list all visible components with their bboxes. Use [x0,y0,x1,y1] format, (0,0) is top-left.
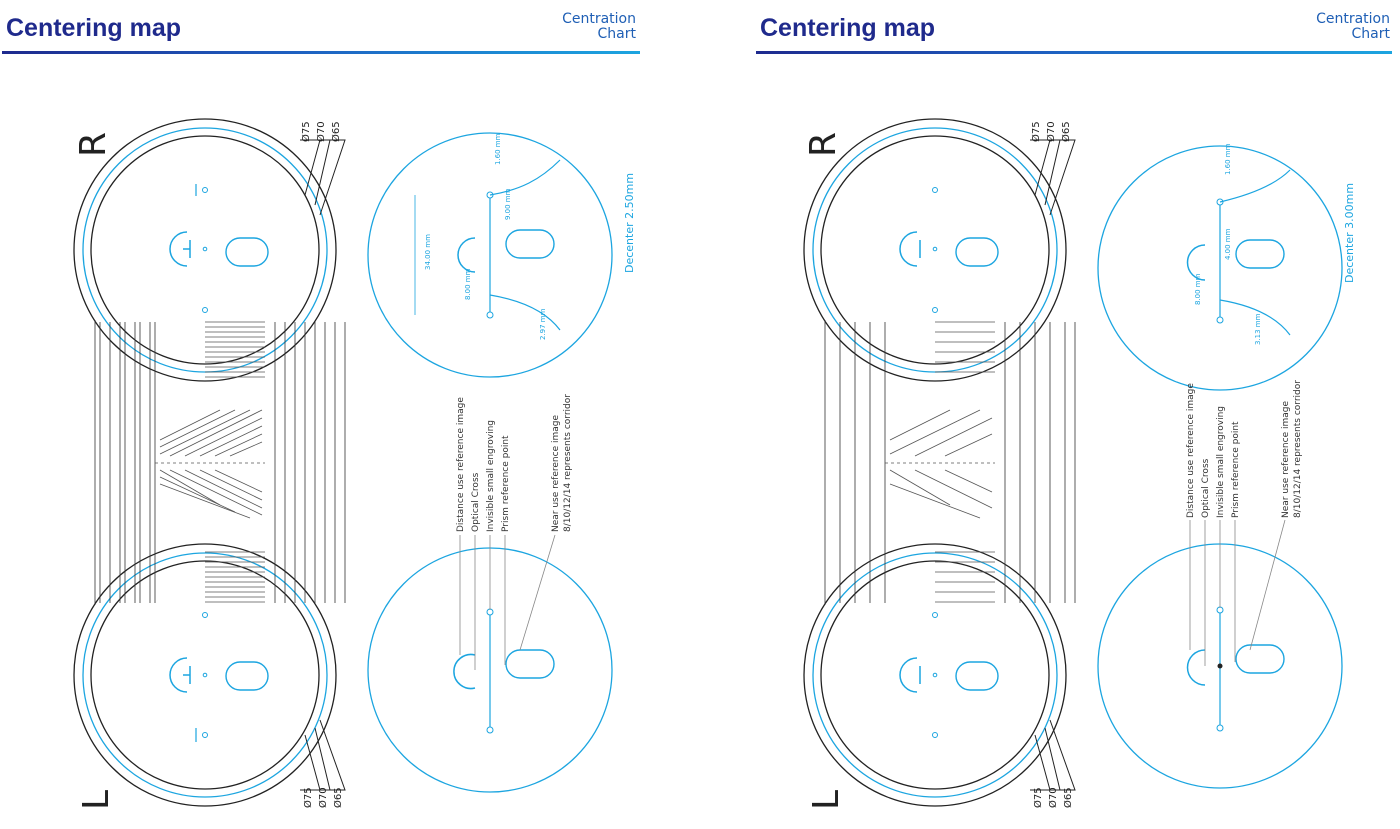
subtitle-line-1: Centration [1316,11,1390,27]
subtitle-line-2: Chart [597,26,636,42]
legend-item-5: Near use reference image [1281,401,1291,518]
diameter-bottom-75: Ø75 [1032,787,1044,808]
diameter-top-75: Ø75 [300,121,312,142]
diameter-bottom-65: Ø65 [1062,787,1074,808]
legend-item-6: 8/10/12/14 represents corridor [563,394,573,532]
legend-item-3: Invisible small engroving [486,420,496,532]
detail-dim-4: 3.13 mm [1254,313,1262,345]
diameter-bottom-70: Ø70 [317,787,329,808]
scale-hatch-bottom [205,551,265,603]
corridor-pattern [155,409,265,519]
diameter-leaders [1030,139,1076,791]
eye-label-left: L [806,790,847,810]
scale-hatch-top [205,321,265,378]
detail-dim-3: 8.00 mm [1194,273,1202,305]
diameter-top-75: Ø75 [1030,121,1042,142]
lens-left [73,543,337,807]
scale-hatch-bottom [935,551,995,603]
diameter-leaders-bottom [300,719,346,791]
eye-label-left: L [76,790,117,810]
detail-dim-1: 1.60 mm [494,133,502,165]
page-subtitle: Centration Chart [1270,12,1390,42]
detail-dim-5: 2.97 mm [539,308,547,340]
legend-item-1: Distance use reference image [1186,383,1196,518]
page-title: Centering map [6,14,182,42]
detail-circle [367,132,613,378]
legend-item-3: Invisible small engroving [1216,406,1226,518]
legend-item-2: Optical Cross [471,472,481,532]
detail-dim-1: 1.60 mm [1224,143,1232,175]
diameter-top-65: Ø65 [1060,121,1072,142]
centering-diagram: R L [73,118,636,810]
centering-diagram: R L [803,118,1356,810]
subtitle-line-1: Centration [562,11,636,27]
legend-leaders [1189,519,1286,666]
eye-label-right: R [803,132,844,157]
diameter-bottom-65: Ø65 [332,787,344,808]
legend-item-4: Prism reference point [1231,421,1241,518]
diameter-top-70: Ø70 [1045,121,1057,142]
legend-item-6: 8/10/12/14 represents corridor [1293,380,1303,518]
diameter-leaders-top [300,139,346,216]
detail-dim-3: 9.00 mm [504,188,512,220]
centering-map-page-right: Centering map Centration Chart R [730,0,1400,829]
page-title: Centering map [760,14,936,42]
legend-leaders [459,534,556,670]
diameter-bottom-75: Ø75 [302,787,314,808]
header-rule [756,51,1392,54]
decenter-label: Decenter 3.00mm [1343,183,1356,283]
decenter-label: Decenter 2.50mm [623,173,636,273]
legend-item-2: Optical Cross [1201,458,1211,518]
corridor-pattern [885,409,995,519]
diameter-top-70: Ø70 [315,121,327,142]
detail-circle [1097,145,1343,391]
diameter-top-65: Ø65 [330,121,342,142]
centering-map-page-left: Centering map Centration Chart R [2,12,640,810]
detail-dim-4: 8.00 mm [464,268,472,300]
detail-dim-2: 4.00 mm [1224,228,1232,260]
subtitle-line-2: Chart [1351,26,1390,42]
diameter-bottom-70: Ø70 [1047,787,1059,808]
guide-lines [94,320,346,605]
detail-dim-2: 34.00 mm [424,234,432,270]
scale-hatch-top [935,321,995,373]
lens-left [803,543,1067,807]
page-subtitle: Centration Chart [516,12,636,42]
legend-item-1: Distance use reference image [456,397,466,532]
header-rule [2,51,640,54]
legend-item-4: Prism reference point [501,435,511,532]
guide-lines [824,320,1076,605]
legend-item-5: Near use reference image [551,415,561,532]
eye-label-right: R [73,132,114,157]
